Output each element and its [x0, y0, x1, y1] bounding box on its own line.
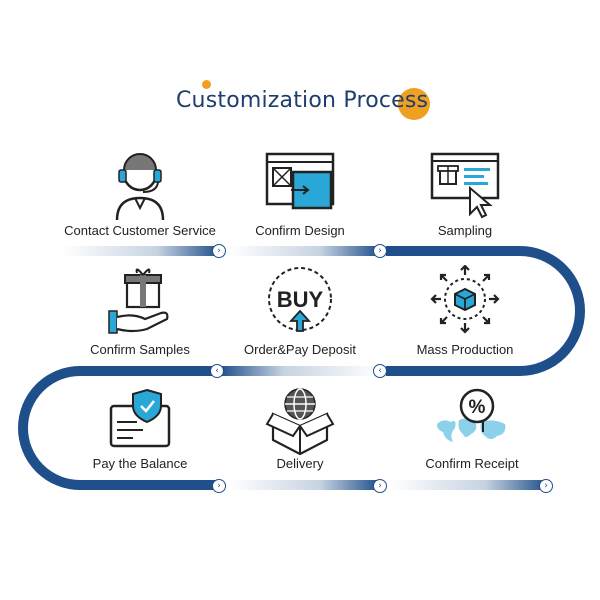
customer-service-headset-icon [115, 153, 165, 221]
step-label: Mass Production [416, 342, 514, 357]
track-segment-2 [230, 246, 380, 256]
track-segment-3 [220, 366, 380, 376]
gift-hand-icon [108, 268, 169, 334]
track-curve-left [18, 366, 218, 490]
step-contact-customer-service: Contact Customer Service [50, 148, 230, 258]
step-label: Sampling [437, 223, 493, 238]
track-segment-4 [230, 480, 380, 490]
shield-card-icon [109, 388, 171, 448]
step-label: Delivery [276, 456, 324, 471]
track-arrow-dot: › [373, 244, 387, 258]
cube-arrows-icon [430, 265, 500, 334]
step-delivery: Delivery [210, 384, 390, 494]
globe-box-icon [265, 388, 335, 456]
step-label: Confirm Receipt [425, 456, 519, 471]
step-confirm-design: Confirm Design [210, 148, 390, 258]
step-sampling: Sampling [375, 148, 555, 258]
buy-badge-icon: BUY [268, 267, 332, 332]
title-accent-circle [398, 88, 430, 120]
step-order-pay-deposit: BUY Order&Pay Deposit [210, 265, 390, 375]
step-confirm-receipt: % Confirm Receipt [382, 384, 562, 494]
track-arrow-dot: › [212, 479, 226, 493]
design-window-icon [265, 152, 335, 210]
track-segment-1 [62, 246, 220, 256]
track-segment-5 [390, 480, 548, 490]
step-label: Pay the Balance [92, 456, 188, 471]
step-label: Contact Customer Service [64, 223, 216, 238]
world-map-percent-icon: % [437, 388, 506, 442]
track-arrow-dot: ‹ [373, 364, 387, 378]
step-label: Confirm Samples [90, 342, 190, 357]
track-arrow-dot: › [212, 244, 226, 258]
track-arrow-dot: › [373, 479, 387, 493]
step-pay-the-balance: Pay the Balance [50, 384, 230, 494]
step-label: Confirm Design [255, 223, 345, 238]
svg-text:BUY: BUY [277, 287, 324, 312]
track-arrow-dot: ‹ [210, 364, 224, 378]
track-arrow-dot: › [539, 479, 553, 493]
track-curve-right [386, 246, 585, 376]
step-label: Order&Pay Deposit [244, 342, 356, 357]
svg-text:%: % [469, 397, 486, 418]
step-confirm-samples: Confirm Samples [50, 265, 230, 375]
title-accent-dot [202, 80, 211, 89]
step-mass-production: Mass Production [375, 265, 555, 375]
page-title: Customization Process [176, 88, 429, 113]
sample-web-cursor-icon [430, 152, 500, 219]
